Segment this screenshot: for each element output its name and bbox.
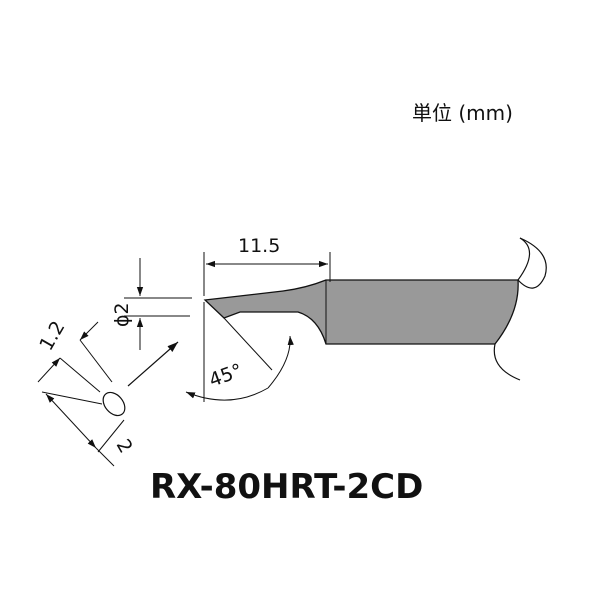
fh-arrow-left [37, 357, 61, 383]
fh-ext-bottom [79, 339, 113, 383]
face-height-value: 1.2 [35, 317, 69, 354]
face-width-dimension: 2 [41, 391, 137, 467]
tip-face-view [102, 391, 126, 417]
tip-shape [203, 279, 519, 345]
length-dimension: 11.5 [203, 235, 331, 296]
break-curve-loop [517, 237, 547, 289]
tip-face-ellipse [102, 391, 126, 417]
fw-dim-tail [95, 447, 115, 467]
view-direction-arrow [127, 341, 179, 387]
tip-body [203, 237, 547, 381]
face-height-dimension: 1.2 [35, 317, 113, 393]
angle-arc-left [185, 387, 269, 401]
break-curve-top [517, 237, 531, 281]
face-width-value: 2 [112, 436, 137, 457]
model-name: RX-80HRT-2CD [150, 467, 423, 507]
fh-ext-top [59, 357, 101, 393]
angle-arc-right [267, 335, 294, 389]
fw-dim-line [45, 393, 97, 449]
angle-value: 45° [206, 360, 245, 392]
fw-ext-right [97, 419, 125, 453]
angle-dimension: 45° [185, 302, 294, 402]
unit-label: 単位 (mm) [412, 101, 513, 125]
diameter-value: ϕ2 [111, 302, 133, 327]
length-value: 11.5 [238, 235, 280, 257]
break-curve-bottom [493, 343, 521, 381]
diameter-dimension: ϕ2 [111, 258, 192, 350]
angle-ext-diagonal [223, 317, 273, 371]
fw-ext-left [41, 391, 103, 405]
fh-arrow-right [79, 321, 99, 341]
